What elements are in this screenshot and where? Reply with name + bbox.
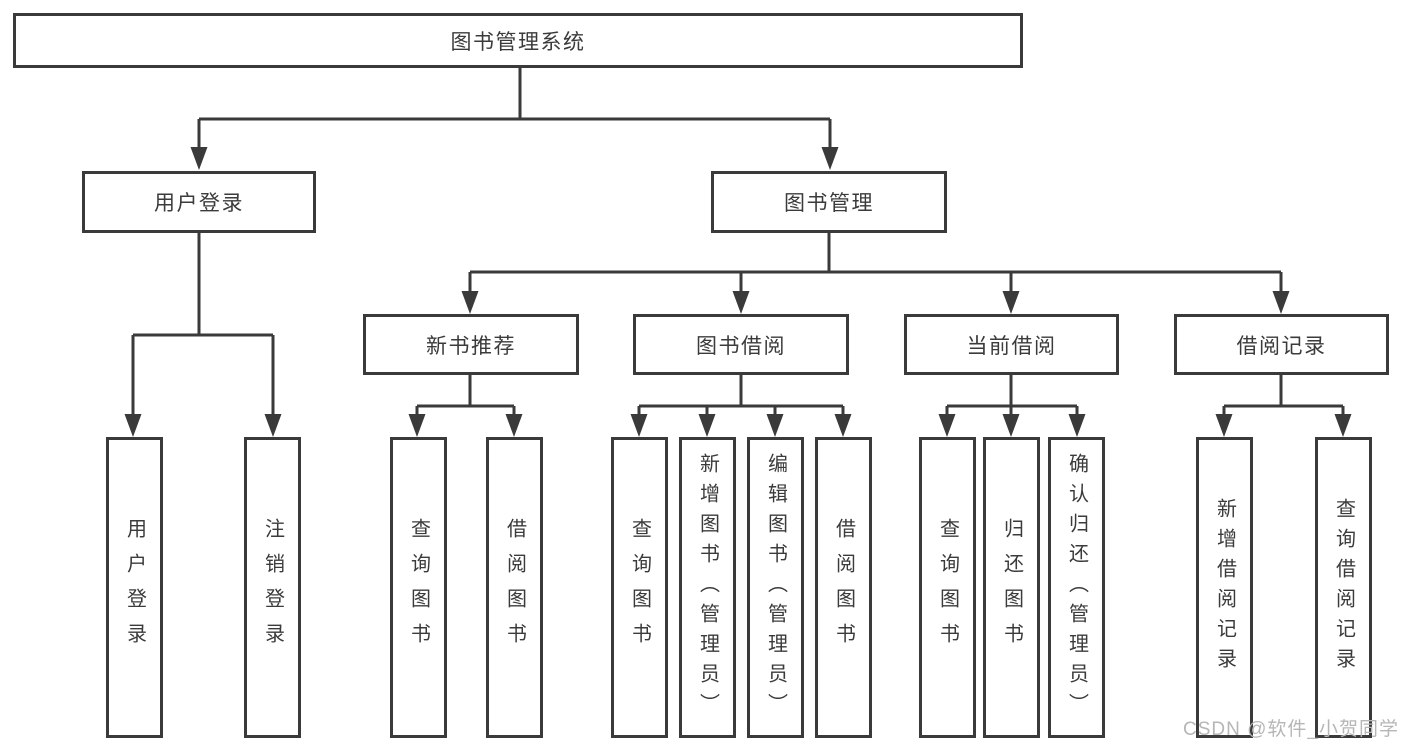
csdn-watermark: CSDN @软件_小贺同学	[1183, 719, 1399, 740]
node-borrowing-records: 借阅记录	[1174, 314, 1389, 375]
node-label: 用户登录	[154, 192, 244, 215]
node-label: 借阅图书	[832, 517, 855, 658]
node-label: 图书管理	[784, 192, 874, 215]
node-label: 用户登录	[123, 517, 146, 658]
node-book-borrowing: 图书借阅	[633, 314, 849, 375]
leaf-borrow-books-recommend: 借阅图书	[486, 437, 543, 738]
leaf-query-books-recommend: 查询图书	[390, 437, 447, 738]
node-new-book-recommend: 新书推荐	[363, 314, 579, 375]
node-label: 当前借阅	[966, 334, 1057, 358]
node-label: 图书管理系统	[450, 30, 586, 54]
leaf-logout: 注销登录	[244, 437, 301, 738]
leaf-edit-books-admin: 编辑图书（管理员）	[747, 437, 804, 738]
leaf-add-borrow-record: 新增借阅记录	[1196, 437, 1253, 738]
node-book-management: 图书管理	[711, 171, 947, 233]
node-label: 确认归还（管理员）	[1065, 452, 1088, 723]
leaf-borrow-books-borrow: 借阅图书	[815, 437, 872, 738]
node-label: 编辑图书（管理员）	[764, 452, 787, 723]
leaf-confirm-return-admin: 确认归还（管理员）	[1048, 437, 1105, 738]
node-label: 归还图书	[1000, 517, 1023, 658]
node-label: 注销登录	[261, 517, 284, 658]
node-library-system: 图书管理系统	[13, 13, 1023, 68]
leaf-return-books: 归还图书	[983, 437, 1040, 738]
node-label: 查询图书	[936, 517, 959, 658]
leaf-query-books-current: 查询图书	[919, 437, 976, 738]
node-label: 借阅图书	[503, 517, 526, 658]
node-current-borrowing: 当前借阅	[904, 314, 1119, 375]
node-label: 查询图书	[628, 517, 651, 658]
node-user-login-branch: 用户登录	[82, 171, 316, 233]
node-label: 新增借阅记录	[1213, 497, 1236, 678]
node-label: 新书推荐	[426, 334, 516, 358]
leaf-query-books-borrow: 查询图书	[611, 437, 668, 738]
node-label: 图书借阅	[696, 334, 786, 358]
node-label: 查询借阅记录	[1332, 497, 1355, 678]
node-label: 新增图书（管理员）	[696, 452, 719, 723]
node-label: 查询图书	[407, 517, 430, 658]
node-label: 借阅记录	[1236, 334, 1327, 358]
leaf-user-login: 用户登录	[106, 437, 163, 738]
leaf-query-borrow-record: 查询借阅记录	[1315, 437, 1372, 738]
leaf-add-books-admin: 新增图书（管理员）	[679, 437, 736, 738]
